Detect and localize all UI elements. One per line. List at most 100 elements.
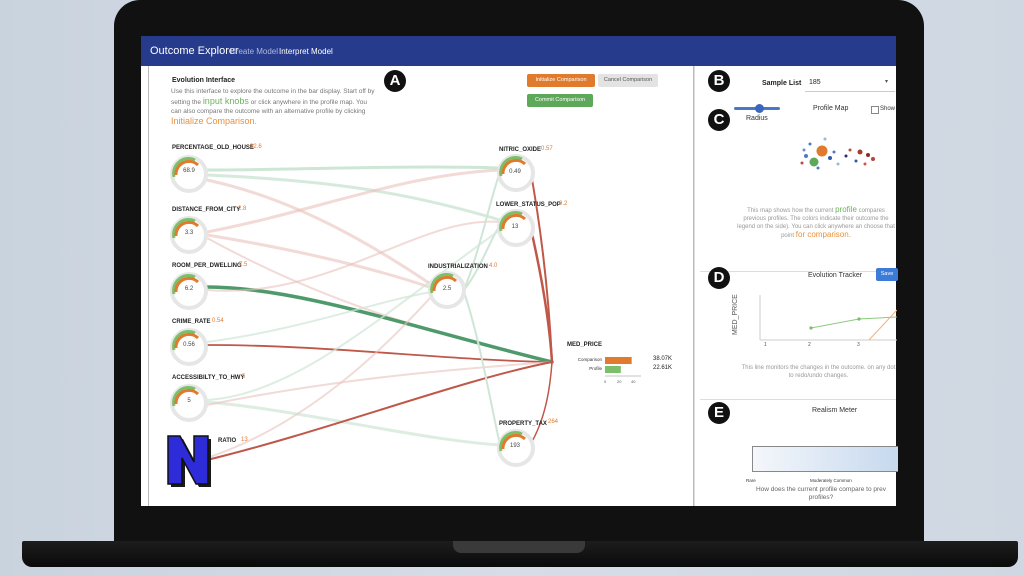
- sample-selected: 185: [809, 79, 821, 86]
- knob-room[interactable]: [170, 272, 208, 310]
- bar-profile: [605, 366, 621, 373]
- node-label-room: ROOM_PER_DWELLING: [172, 263, 242, 269]
- nav-interpret-model[interactable]: Interpret Model: [279, 47, 333, 56]
- top-nav: Outcome Explorer Create Model Interpret …: [141, 36, 896, 66]
- knob-value-room[interactable]: 6.2: [184, 286, 194, 292]
- bar-tick-20: 20: [617, 379, 622, 384]
- nav-create-model[interactable]: Create Model: [230, 47, 279, 56]
- badge-d: D: [708, 267, 730, 289]
- edge-dist-med: [206, 237, 553, 363]
- node-label-ratio: RATIO: [218, 438, 237, 444]
- side-panel: [694, 66, 896, 506]
- commit-comparison-button[interactable]: Commit Comparison: [527, 94, 593, 107]
- realism-question: How does the current profile compare to …: [755, 486, 887, 501]
- knob-value-prop[interactable]: 193: [509, 443, 520, 449]
- chevron-down-icon: ▾: [885, 79, 889, 85]
- radius-slider[interactable]: [734, 104, 780, 113]
- node-label-lower: LOWER_STATUS_POP: [496, 202, 561, 208]
- bar-value-profile: 22.61K: [653, 365, 673, 371]
- evolution-intro: Use this interface to explore the outcom…: [171, 87, 376, 127]
- cancel-comparison-button[interactable]: Cancel Comparison: [598, 74, 658, 87]
- knob-pct_old[interactable]: [170, 155, 208, 193]
- node-value-ratio: 13: [241, 437, 248, 443]
- edge-hwy-med: [206, 361, 553, 406]
- edge-hwy-lower: [206, 229, 501, 401]
- tracker-xtick-1: 1: [764, 342, 767, 348]
- node-value-nitric: 0.57: [541, 146, 553, 152]
- node-value-access: 5: [242, 374, 246, 380]
- node-label-pct-old: PERCENTAGE_OLD_HOUSE: [172, 145, 254, 151]
- pm-desc-a: This map shows how the current: [747, 208, 836, 214]
- profile-map-description: This map shows how the current profile c…: [735, 206, 897, 248]
- show-label: Show: [880, 106, 896, 112]
- sample-list-select[interactable]: 185 ▾: [805, 75, 895, 92]
- bar-name-comparison: Comparison: [577, 357, 602, 362]
- knob-access[interactable]: [170, 384, 208, 422]
- edge-dist-indus: [205, 233, 434, 290]
- realism-title: Realism Meter: [812, 407, 858, 414]
- pm-desc-profile: profile: [835, 206, 857, 214]
- node-value-lower: 9.2: [559, 201, 568, 207]
- node-value-room: 7.5: [239, 262, 248, 268]
- node-value-pct-old: 32.6: [250, 144, 262, 150]
- bar-value-comparison: 38.07K: [653, 356, 673, 362]
- divider-tracker: [700, 271, 896, 272]
- edge-crime-indus: [206, 291, 433, 343]
- radius-slider-thumb[interactable]: [755, 104, 765, 113]
- evolution-panel: [148, 66, 694, 506]
- bar-tick-0: 0: [604, 379, 607, 384]
- show-checkbox[interactable]: [871, 106, 879, 114]
- app-screen: Outcome Explorer Create Model Interpret …: [141, 36, 896, 506]
- badge-a: A: [384, 70, 406, 92]
- app-title: Outcome Explorer: [150, 45, 239, 57]
- knob-value-pct-old[interactable]: 68.9: [183, 168, 195, 174]
- tracker-save-button[interactable]: Save: [876, 268, 898, 281]
- knob-lower[interactable]: [497, 209, 535, 247]
- knob-value-indus[interactable]: 2.5: [442, 286, 452, 292]
- intro-part-b: or click anywhere in the profile map. Yo…: [171, 98, 368, 116]
- panel-divider: [694, 66, 695, 506]
- edge-old-nitric: [205, 165, 502, 172]
- edge-ratio-indus: [206, 295, 433, 459]
- knob-crime[interactable]: [170, 328, 208, 366]
- tracker-ylabel: MED_PRICE: [732, 294, 739, 335]
- badge-e: E: [708, 402, 730, 424]
- intro-part-c: .: [254, 118, 257, 126]
- tracker-description: This line monitors the changes in the ou…: [741, 365, 896, 379]
- node-value-indus: 4.0: [489, 263, 498, 269]
- knob-dist[interactable]: [170, 216, 208, 254]
- knob-prop[interactable]: [497, 429, 535, 467]
- edge-room-lower: [206, 220, 501, 292]
- knob-value-nitric[interactable]: 0.49: [509, 169, 521, 175]
- knob-value-lower[interactable]: 13: [511, 224, 519, 230]
- tracker-xtick-3: 3: [857, 342, 860, 348]
- badge-c: C: [708, 109, 730, 131]
- knob-value-crime[interactable]: 0.56: [183, 342, 195, 348]
- tracker-xtick-2: 2: [808, 342, 811, 348]
- node-value-crime: 0.54: [212, 318, 224, 324]
- profile-map-scatter[interactable]: [790, 130, 900, 180]
- realism-moderate: Moderately Common: [810, 478, 852, 483]
- realism-meter-bar: [752, 446, 898, 472]
- intro-part-a: Use this interface to explore the outcom…: [171, 88, 375, 106]
- knob-indus[interactable]: [428, 271, 466, 309]
- intro-init: Initialize Comparison: [171, 115, 255, 126]
- evolution-tracker-chart[interactable]: [755, 295, 897, 355]
- edge-dist-nitric: [205, 168, 502, 234]
- pm-desc-cmp: for comparison.: [795, 230, 851, 239]
- outcome-bars: [605, 357, 641, 377]
- edge-old-indus: [205, 178, 434, 287]
- node-label-indus: INDUSTRIALIZATION: [428, 264, 488, 270]
- initialize-comparison-button[interactable]: Initialize Comparison: [527, 74, 595, 87]
- profile-map-title: Profile Map: [813, 105, 849, 112]
- knob-nitric[interactable]: [497, 154, 535, 192]
- node-value-prop: 264: [548, 419, 559, 425]
- knob-value-access[interactable]: 5: [187, 398, 191, 404]
- realism-rare: Rare: [746, 478, 756, 483]
- edge-lower-med: [528, 223, 554, 364]
- sample-list-label: Sample List: [762, 80, 802, 87]
- outcome-label: MED_PRICE: [567, 342, 603, 348]
- knob-value-dist[interactable]: 3.3: [184, 230, 194, 236]
- edge-old-lower: [205, 173, 502, 222]
- bar-name-profile: Profile: [589, 366, 602, 371]
